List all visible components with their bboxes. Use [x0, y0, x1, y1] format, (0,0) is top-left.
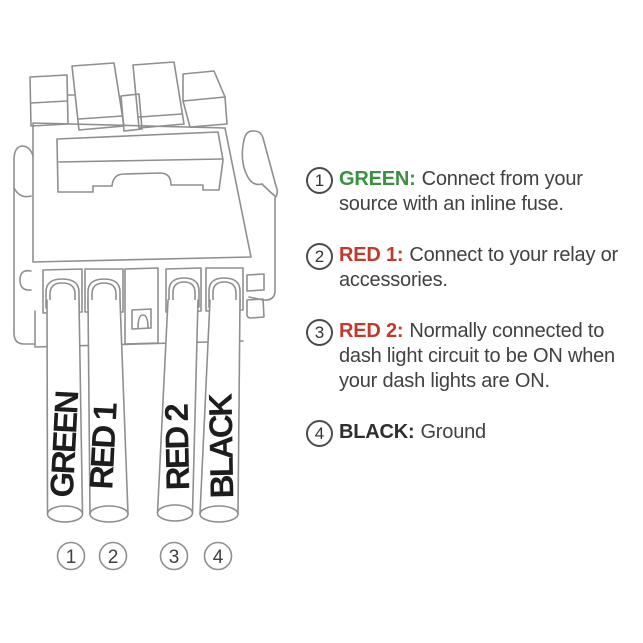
terminal-tab-1	[72, 63, 124, 130]
slot-4-arch-inner	[173, 282, 195, 307]
actuator-bar	[57, 132, 223, 192]
legend-text-green: GREEN:Connect from your source with an i…	[339, 167, 640, 217]
terminal-tab-2	[133, 62, 184, 128]
wire-red2-end	[158, 505, 193, 521]
legend-number-1-text: 1	[314, 171, 325, 190]
slot-4-arch-outer	[169, 278, 199, 307]
slot-middle-latch-arch	[138, 315, 148, 328]
legend-item-black: 4 BLACK:Ground	[306, 420, 640, 447]
legend-description-green: Connect from your source with an inline …	[339, 168, 583, 215]
right-flange-fold	[242, 140, 262, 184]
wire-black-edges	[200, 300, 240, 514]
wire-red1-label: RED 1	[82, 402, 123, 491]
wire-red1-edges	[88, 300, 128, 514]
legend-number-2: 2	[306, 243, 333, 270]
slot-1	[43, 269, 82, 313]
slot-5-arch-outer	[209, 278, 240, 307]
pin-2-circle	[100, 543, 127, 570]
wire-black	[200, 300, 240, 522]
wire-black-label: BLACK	[202, 393, 241, 499]
slot-1-arch-inner	[50, 283, 75, 308]
actuator-bar-midline	[59, 159, 222, 162]
wire-green	[47, 300, 83, 522]
pin-4-circle	[205, 543, 232, 570]
legend-description-red1: Connect to your relay or accessories.	[339, 244, 619, 291]
slot-5	[206, 268, 243, 311]
legend-text-red1: RED 1:Connect to your relay or accessori…	[339, 243, 640, 293]
wire-red2	[158, 300, 199, 521]
legend-item-red2: 3 RED 2:Normally connected to dash light…	[306, 319, 640, 394]
wire-red2-label: RED 2	[158, 403, 197, 490]
wire-red1	[88, 300, 128, 522]
slot-middle	[125, 268, 158, 344]
wire-green-label: GREEN	[43, 391, 85, 498]
legend-text-black: BLACK:Ground	[339, 420, 640, 445]
pin-3-number: 3	[169, 547, 180, 568]
wire-green-edges	[47, 300, 83, 514]
legend-item-red1: 2 RED 1:Connect to your relay or accesso…	[306, 243, 640, 293]
wires: GREEN RED 1 RED 2 BLACK	[43, 300, 241, 522]
terminal-tab-2-fold	[139, 114, 182, 117]
wire-black-end	[200, 506, 238, 522]
slot-5-arch-inner	[213, 282, 236, 307]
terminal-link	[121, 94, 142, 131]
slot-2-arch-inner	[92, 283, 116, 308]
wire-green-end	[48, 506, 83, 522]
right-terminal-fold	[183, 97, 225, 101]
legend-description-red2: Normally connected to dash light circuit…	[339, 320, 615, 392]
wiring-legend: 1 GREEN:Connect from your source with an…	[306, 167, 640, 473]
legend-number-4: 4	[306, 420, 333, 447]
legend-description-black: Ground	[420, 421, 486, 443]
right-lower-tab	[247, 299, 264, 318]
legend-number-3: 3	[306, 319, 333, 346]
left-terminal-divider	[31, 101, 67, 103]
wire-name-black: BLACK:	[339, 421, 415, 443]
slot-middle-latch	[132, 309, 151, 329]
pin-3-circle	[161, 543, 188, 570]
terminal-tab-1-fold	[79, 116, 122, 119]
left-ear	[14, 146, 34, 344]
legend-number-1: 1	[306, 167, 333, 194]
right-flange	[244, 131, 277, 300]
left-terminal-box	[30, 75, 68, 126]
legend-item-green: 1 GREEN:Connect from your source with an…	[306, 167, 640, 217]
legend-text-red2: RED 2:Normally connected to dash light c…	[339, 319, 640, 394]
pin-numbers: 1 2 3 4	[58, 543, 232, 570]
wire-name-green: GREEN:	[339, 168, 416, 190]
pin-2-number: 2	[108, 547, 119, 568]
slot-2	[85, 269, 123, 312]
pin-1-circle	[58, 543, 85, 570]
switch-terminals	[30, 62, 227, 131]
slot-1-arch-outer	[46, 279, 79, 308]
actuator-bar-outline	[57, 132, 223, 192]
legend-number-3-text: 3	[314, 323, 325, 342]
legend-number-2-text: 2	[314, 247, 325, 266]
wire-red2-edges	[158, 300, 199, 513]
right-flange-crease	[262, 184, 275, 196]
pin-1-number: 1	[66, 547, 77, 568]
slot-2-arch-outer	[88, 279, 120, 308]
slot-4	[166, 268, 201, 312]
wire-red1-end	[90, 506, 128, 522]
left-ear-fold	[14, 188, 31, 197]
left-c-detail	[20, 271, 31, 290]
right-small-square	[247, 274, 264, 291]
pin-4-number: 4	[213, 547, 224, 568]
wire-name-red2: RED 2:	[339, 320, 404, 342]
legend-number-4-text: 4	[314, 424, 325, 443]
wire-name-red1: RED 1:	[339, 244, 404, 266]
